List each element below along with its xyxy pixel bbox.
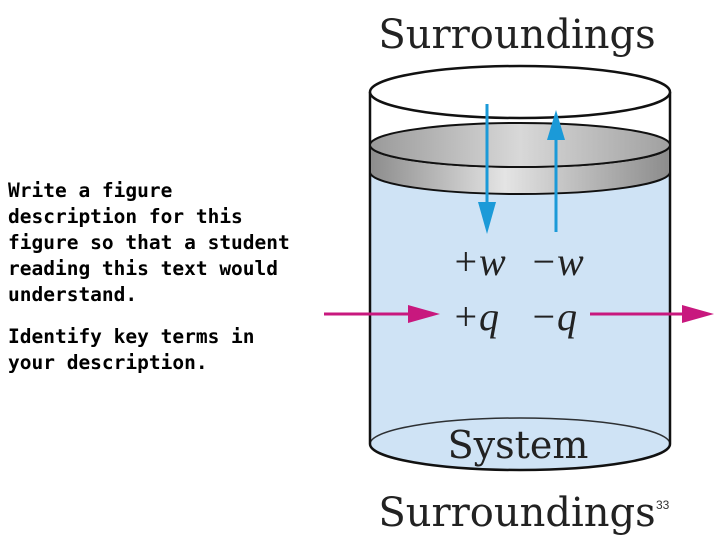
piston-top — [369, 122, 671, 168]
heat-in-label: +q — [452, 294, 499, 339]
cylinder-base — [368, 443, 672, 472]
surroundings-bottom-label: Surroundings — [378, 490, 655, 536]
arrow-up-icon — [547, 110, 565, 232]
instruction-paragraph-key-terms: Identify key terms in your description. — [8, 325, 255, 374]
arrow-right-icon — [590, 305, 714, 323]
heat-out-label: −q — [530, 294, 577, 339]
surroundings-top-label: Surroundings — [378, 12, 655, 58]
water-body — [370, 172, 670, 470]
arrow-right-icon — [324, 305, 440, 323]
cylinder-base-back — [369, 417, 671, 445]
work-out-label: −w — [530, 239, 584, 284]
instruction-text: Write a figure description for this figu… — [8, 178, 308, 376]
cylinder-rim — [368, 64, 672, 120]
instruction-paragraph-description: Write a figure description for this figu… — [8, 179, 290, 306]
arrow-down-icon — [478, 104, 496, 234]
system-label: System — [448, 423, 589, 467]
page-number: 33 — [656, 498, 670, 512]
work-in-label: +w — [452, 239, 506, 284]
